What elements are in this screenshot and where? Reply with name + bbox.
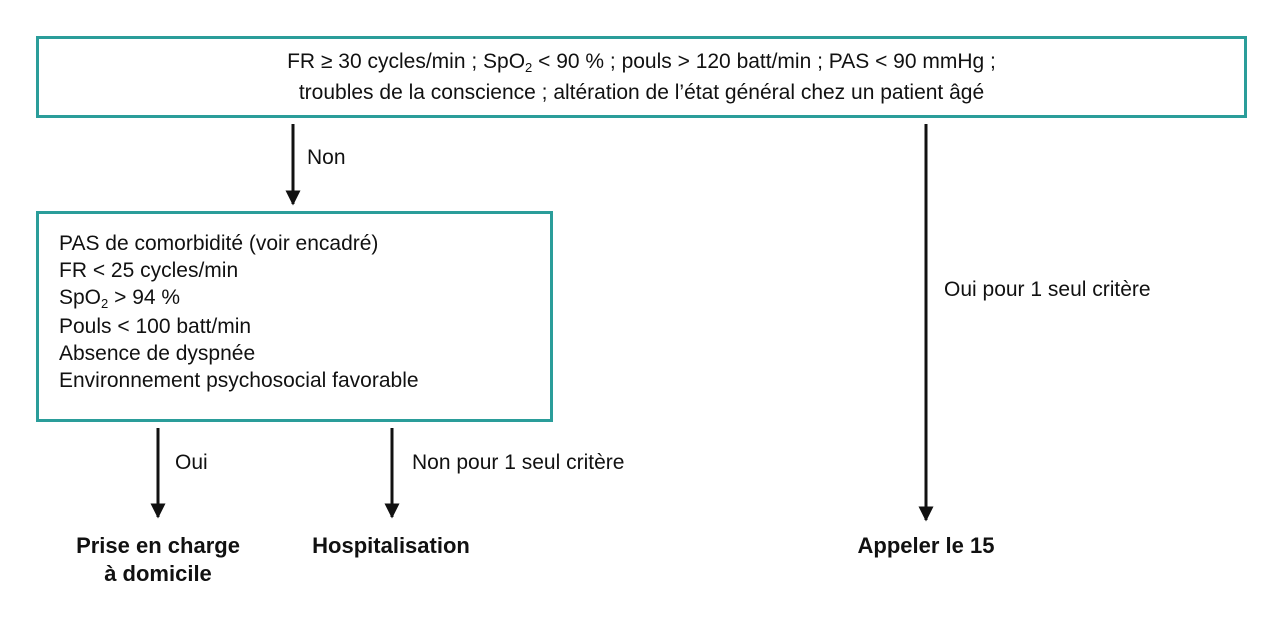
outcome-home-care-line-1: Prise en charge: [76, 533, 240, 558]
initial-criteria-text-a: FR ≥ 30 cycles/min ; SpO: [287, 50, 526, 73]
criteria-item-comorbidity: PAS de comorbidité (voir encadré): [59, 232, 379, 255]
outcome-hospitalisation: Hospitalisation: [312, 533, 470, 558]
criteria-spo2-text-a: SpO: [59, 286, 102, 309]
criteria-item-fr: FR < 25 cycles/min: [59, 259, 239, 282]
criteria-item-environment: Environnement psychosocial favorable: [59, 369, 419, 392]
label-non-single: Non pour 1 seul critère: [412, 451, 625, 474]
criteria-item-spo2: SpO2 > 94 %: [59, 284, 550, 313]
outcome-call-15: Appeler le 15: [857, 533, 995, 558]
initial-criteria-text-b: < 90 % ; pouls > 120 batt/min ; PAS < 90…: [532, 50, 996, 73]
criteria-item-dyspnee: Absence de dyspnée: [59, 342, 256, 365]
label-oui-single: Oui pour 1 seul critère: [944, 278, 1151, 301]
initial-criteria-box: FR ≥ 30 cycles/min ; SpO2 < 90 % ; pouls…: [36, 36, 1247, 118]
label-non: Non: [307, 146, 346, 169]
label-oui: Oui: [175, 451, 208, 474]
criteria-spo2-text-b: > 94 %: [108, 286, 181, 309]
outcome-home-care: Prise en charge à domicile: [60, 532, 256, 588]
criteria-item-pouls: Pouls < 100 batt/min: [59, 315, 252, 338]
criteria-spo2-subscript: 2: [101, 296, 109, 311]
initial-criteria-line-2: troubles de la conscience ; altération d…: [298, 81, 985, 104]
initial-criteria-line-1: FR ≥ 30 cycles/min ; SpO2 < 90 % ; pouls…: [287, 47, 996, 78]
home-care-criteria-box: PAS de comorbidité (voir encadré) FR < 2…: [36, 211, 553, 422]
outcome-home-care-line-2: à domicile: [104, 561, 212, 586]
spo2-subscript: 2: [525, 60, 533, 75]
